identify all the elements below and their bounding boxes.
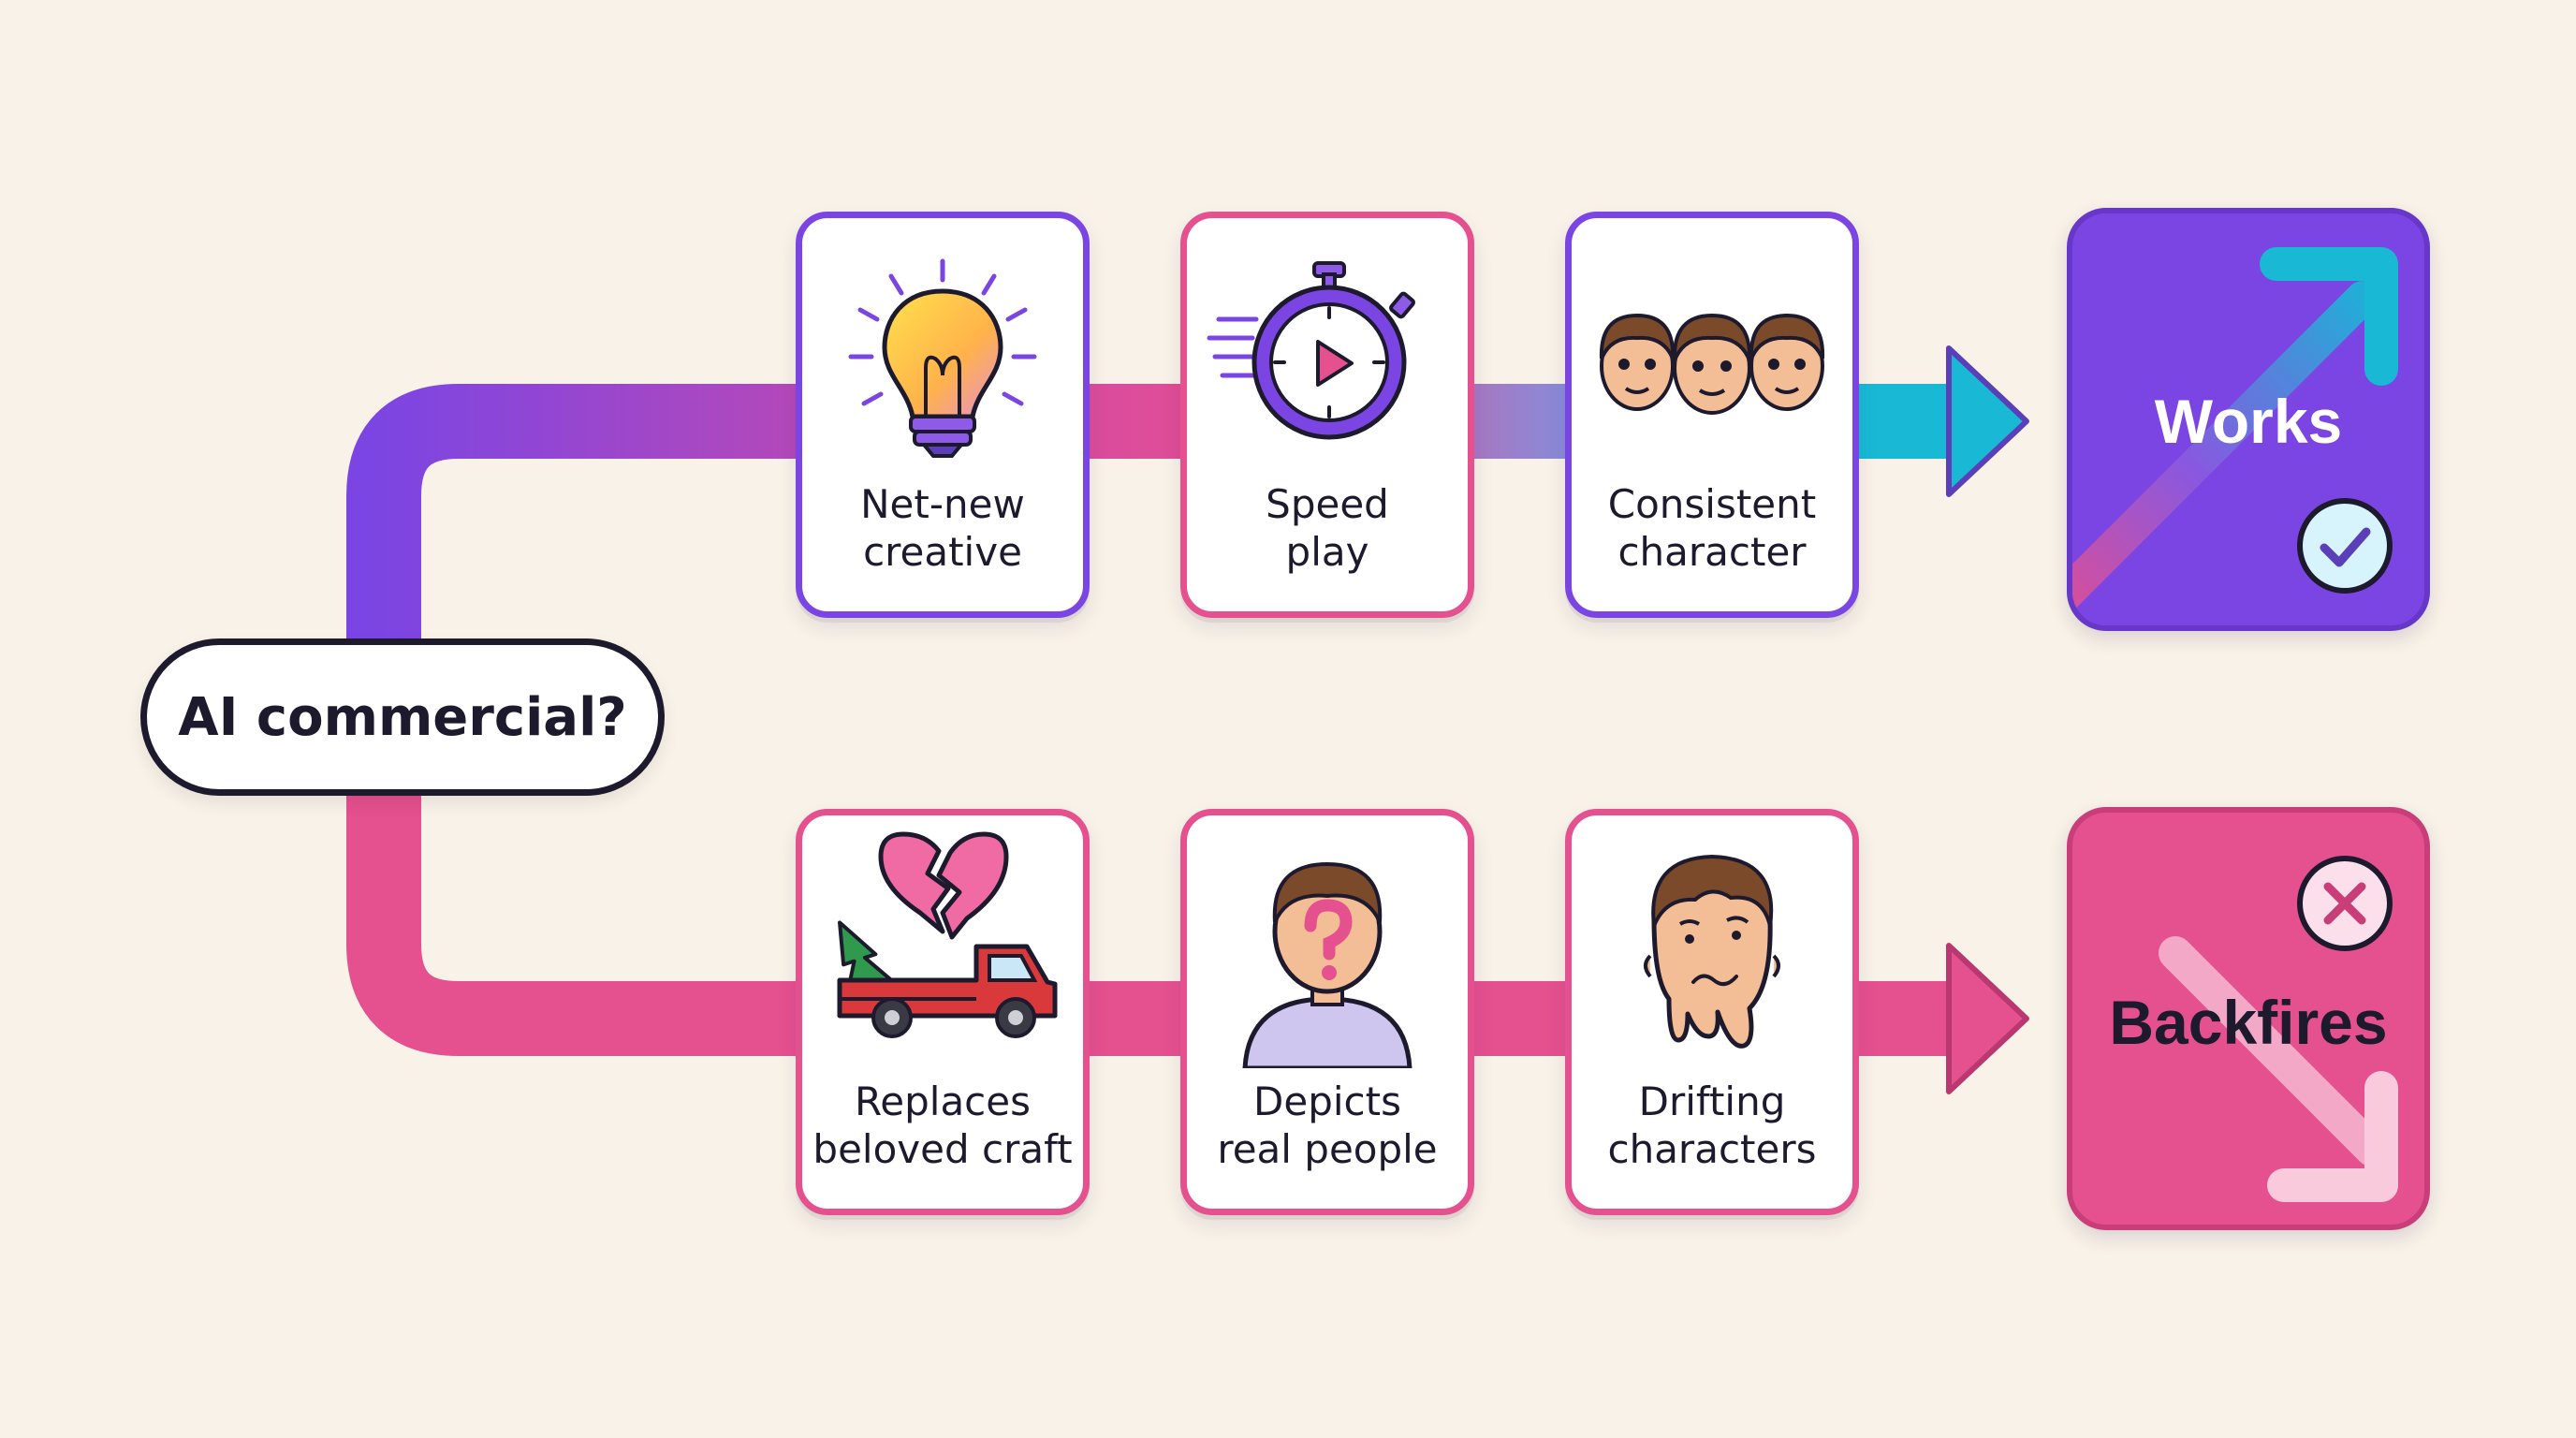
question-person-icon — [1242, 861, 1412, 1068]
card-label: Consistent character — [1607, 481, 1817, 575]
outcome-works: Works — [2067, 208, 2430, 631]
x-icon — [2297, 856, 2393, 951]
broken-heart-truck-icon — [837, 831, 1058, 1038]
card-consistent-character: Consistent character — [1565, 212, 1859, 618]
check-icon — [2297, 498, 2393, 594]
outcome-backfires-label: Backfires — [2109, 988, 2388, 1057]
top-branch-path — [346, 384, 1956, 646]
trend-up-arrow-icon — [2072, 247, 2398, 612]
melting-face-icon — [1644, 854, 1780, 1049]
outcome-backfires: Backfires — [2067, 807, 2430, 1230]
card-depicts-real-people: Depicts real people — [1180, 809, 1474, 1215]
lightbulb-icon — [848, 258, 1037, 458]
card-label: Speed play — [1266, 481, 1389, 575]
card-label: Drifting characters — [1607, 1078, 1817, 1172]
card-replaces-beloved-craft: Replaces beloved craft — [796, 809, 1090, 1215]
card-net-new-creative: Net-new creative — [796, 212, 1090, 618]
card-drifting-characters: Drifting characters — [1565, 809, 1859, 1215]
card-label: Depicts real people — [1217, 1078, 1438, 1172]
top-branch-arrowhead — [1946, 345, 2029, 497]
outcome-works-label: Works — [2154, 387, 2343, 456]
trend-down-arrow-icon — [2159, 936, 2398, 1202]
bottom-branch-path — [346, 794, 1956, 1056]
start-node: AI commercial? — [140, 638, 665, 796]
card-label: Net-new creative — [860, 481, 1025, 575]
bottom-branch-arrowhead — [1946, 943, 2029, 1094]
start-label: AI commercial? — [178, 686, 627, 748]
stopwatch-icon — [1207, 261, 1415, 440]
card-label: Replaces beloved craft — [812, 1078, 1073, 1172]
three-faces-icon — [1599, 313, 1825, 415]
card-speed-play: Speed play — [1180, 212, 1474, 618]
